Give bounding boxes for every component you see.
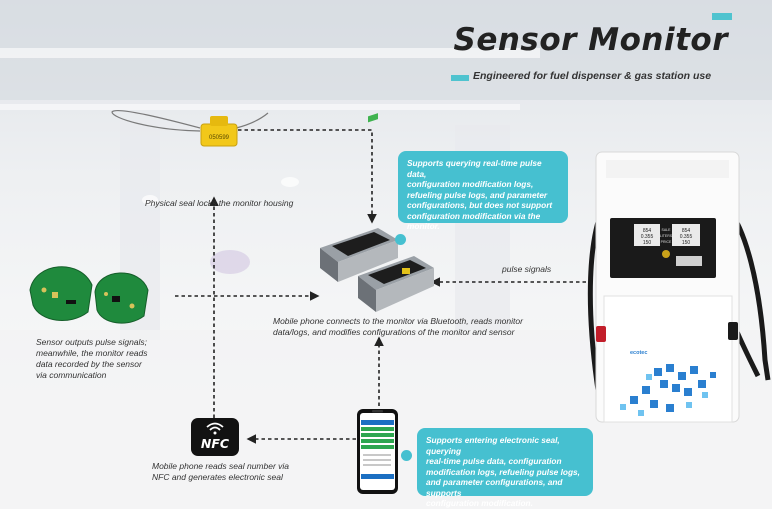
page-subtitle: Engineered for fuel dispenser & gas stat… bbox=[473, 70, 712, 82]
display-right-sale: 854 bbox=[682, 228, 691, 234]
display-left-sale: 854 bbox=[643, 228, 652, 234]
phone-bubble-line-5: configuration modification. bbox=[426, 498, 533, 508]
caption-nfc-line-1: Mobile phone reads seal number via bbox=[152, 461, 290, 471]
monitor-bubble-line-3: refueling pulse logs, and parameter bbox=[407, 189, 548, 200]
nfc-icon: NFC bbox=[191, 418, 239, 456]
caption-bluetooth: Mobile phone connects to the monitor via… bbox=[273, 316, 523, 338]
phone-bubble-line-1: Supports entering electronic seal, query… bbox=[426, 435, 560, 456]
phone-feature-bubble: Supports entering electronic seal, query… bbox=[417, 428, 593, 508]
caption-physical-seal: Physical seal locks the monitor housing bbox=[145, 198, 294, 208]
phone-bubble-line-4: and parameter configurations, and suppor… bbox=[426, 477, 563, 498]
phone-bubble-line-2: real-time pulse data, configuration bbox=[426, 456, 562, 466]
display-right-liters: 0.355 bbox=[680, 234, 693, 240]
caption-sensor-line-4: via communication bbox=[36, 370, 107, 380]
display-label-liters: LITERS bbox=[660, 234, 673, 238]
caption-nfc: Mobile phone reads seal number via NFC a… bbox=[152, 461, 289, 483]
monitor-bubble-pointer bbox=[395, 234, 406, 245]
display-left-liters: 0.355 bbox=[641, 234, 654, 240]
display-left-price: 150 bbox=[643, 240, 652, 246]
seal-code: 050599 bbox=[209, 135, 230, 141]
monitor-bubble-line-5: configuration modification via the monit… bbox=[407, 210, 541, 232]
display-label-sale: SALE bbox=[662, 228, 672, 232]
monitor-bubble-line-1: Supports querying real-time pulse data, bbox=[407, 158, 542, 179]
monitor-bubble-line-2: configuration modification logs, bbox=[407, 179, 534, 189]
caption-sensor-line-3: data recorded by the sensor bbox=[36, 359, 142, 369]
caption-bluetooth-line-1: Mobile phone connects to the monitor via… bbox=[273, 316, 523, 326]
display-label-price: PRICE bbox=[661, 240, 672, 244]
arrow-seal-to-monitor bbox=[238, 129, 377, 224]
page-title: Sensor Monitor bbox=[453, 22, 728, 58]
monitor-feature-bubble: Supports querying real-time pulse data, … bbox=[398, 151, 568, 231]
subtitle-accent-bar bbox=[451, 75, 469, 81]
caption-nfc-line-2: NFC and generates electronic seal bbox=[152, 472, 283, 482]
wifi-icon bbox=[206, 422, 224, 435]
monitor-bubble-line-4: configurations, but does not support bbox=[407, 200, 553, 210]
caption-sensor: Sensor outputs pulse signals; meanwhile,… bbox=[36, 337, 148, 381]
phone-bubble-pointer bbox=[401, 450, 412, 461]
display-right-price: 150 bbox=[682, 240, 691, 246]
title-accent-bar bbox=[712, 13, 732, 20]
caption-sensor-line-2: meanwhile, the monitor reads bbox=[36, 348, 148, 358]
caption-pulse-signals: pulse signals bbox=[502, 264, 552, 274]
phone-bubble-line-3: modification logs, refueling pulse logs, bbox=[426, 466, 580, 477]
caption-sensor-line-1: Sensor outputs pulse signals; bbox=[36, 337, 148, 347]
dispenser-brand: ecotec bbox=[630, 350, 647, 356]
caption-bluetooth-line-2: data/logs, and modifies configurations o… bbox=[273, 327, 515, 337]
nfc-label: NFC bbox=[200, 436, 230, 451]
